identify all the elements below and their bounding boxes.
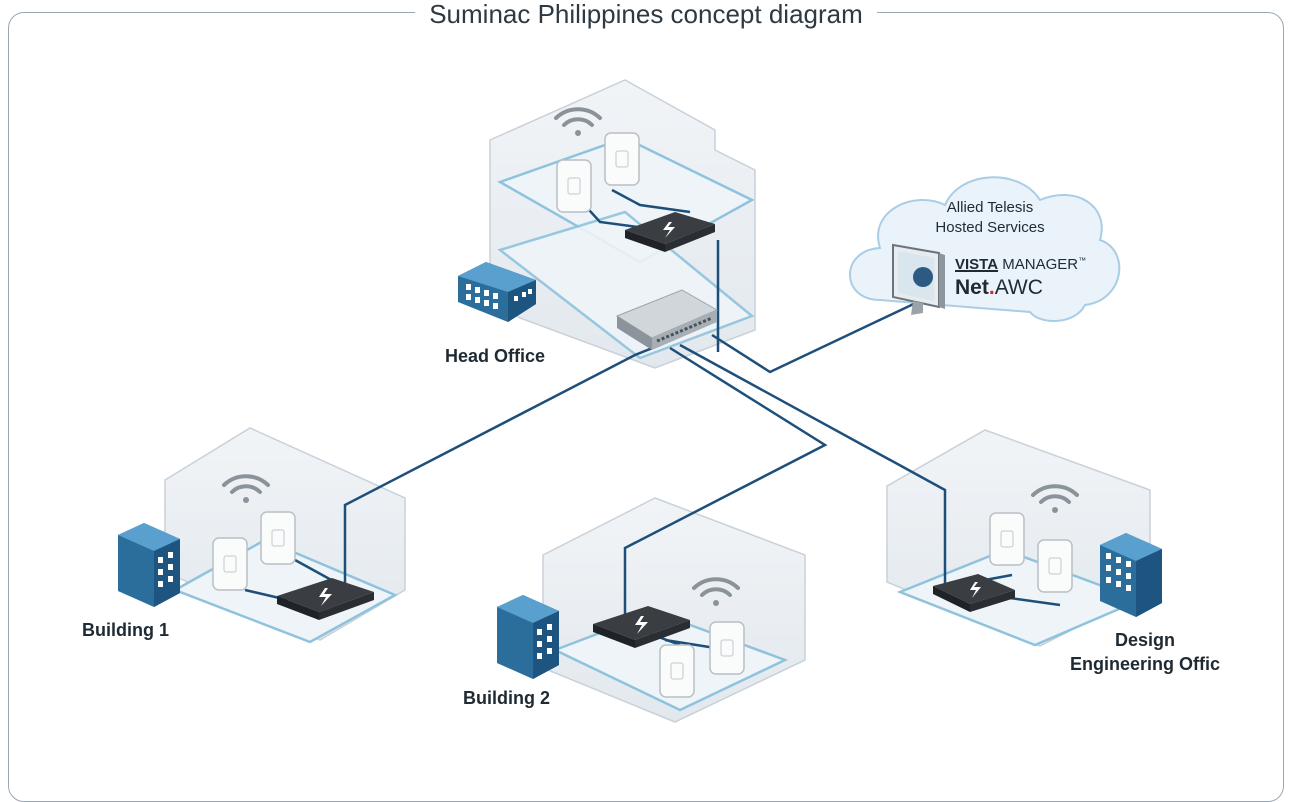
cloud-caption: Allied Telesis Hosted Services	[890, 198, 1090, 238]
label-design-office: Design Engineering Offic	[1060, 628, 1230, 676]
label-design-line2: Engineering Offic	[1069, 654, 1220, 674]
building-icon-head-office	[458, 262, 536, 322]
vista-manager-logo: VISTA MANAGER™	[955, 256, 1087, 273]
label-building-1: Building 1	[82, 620, 169, 640]
cloud-line1: Allied Telesis	[946, 199, 1034, 216]
poe-switch-design-office	[933, 574, 1015, 612]
cloud-line2: Hosted Services	[935, 219, 1045, 236]
diagram-title: Suminac Philippines concept diagram	[9, 0, 1283, 29]
building-icon-building-1	[118, 523, 180, 607]
access-point-icon	[709, 621, 745, 675]
poe-switches	[277, 212, 1015, 648]
access-point-icon	[989, 512, 1025, 566]
access-point-icon	[556, 159, 592, 213]
link-building-2	[623, 346, 828, 618]
label-head-office: Head Office	[444, 346, 546, 366]
core-switch	[615, 289, 719, 350]
network-links	[244, 188, 1061, 652]
access-point-icon	[604, 132, 640, 186]
link-cloud	[711, 298, 923, 374]
poe-switch-building-1	[277, 578, 374, 620]
link-design-office	[679, 343, 947, 583]
poe-switch-building-2	[593, 606, 690, 648]
wifi-icon-design-office	[1031, 484, 1079, 513]
access-point-icon	[260, 511, 296, 565]
link-d-ap2	[1009, 596, 1061, 607]
label-design-line1: Design	[1114, 630, 1175, 650]
poe-switch-head-office	[625, 212, 715, 252]
wifi-icon-building-2	[692, 577, 740, 606]
access-point-icon	[1037, 539, 1073, 593]
access-points	[212, 132, 1073, 698]
diagram-frame: Suminac Philippines concept diagram	[8, 0, 1284, 802]
access-point-icon	[659, 644, 695, 698]
net-awc-logo: Net.AWC	[955, 276, 1043, 299]
link-head-ap2	[611, 188, 691, 214]
access-point-icon	[212, 537, 248, 591]
link-b1-ap2	[294, 558, 336, 584]
wifi-icon-head-office	[554, 107, 602, 136]
building-icon-design-office	[1100, 533, 1162, 617]
building-icon-building-2	[497, 595, 559, 679]
monitor-icon	[892, 243, 945, 315]
label-building-2: Building 2	[463, 688, 550, 708]
wifi-icon-building-1	[222, 474, 270, 503]
link-building-1	[343, 343, 661, 598]
